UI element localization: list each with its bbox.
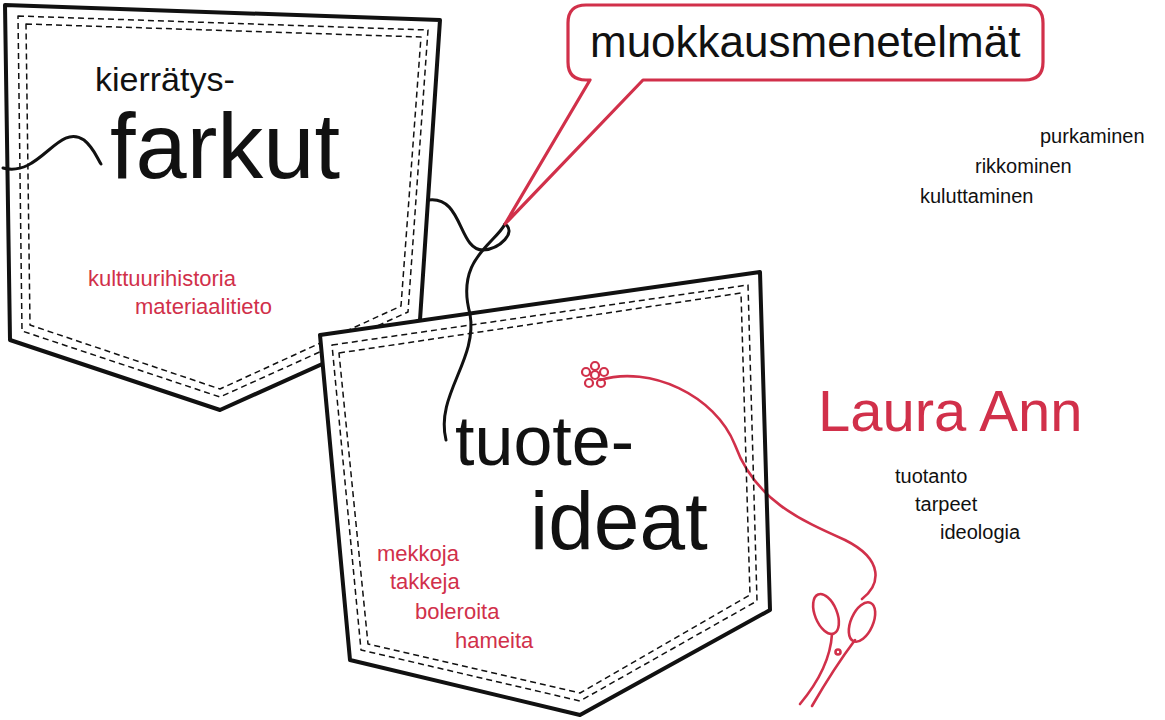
- pocket-outline: [320, 272, 770, 715]
- pocket-subtitle: kierrätys-: [95, 62, 235, 96]
- method-item: rikkominen: [975, 156, 1072, 176]
- product-item: takkeja: [390, 571, 460, 593]
- scissors: [800, 590, 881, 706]
- product-item: mekkoja: [377, 543, 459, 565]
- brand-item: ideologia: [940, 522, 1020, 542]
- pocket-outline: [5, 5, 440, 410]
- pocket-stitching: [339, 293, 750, 693]
- pocket-edge: [320, 272, 770, 715]
- pocket-edge: [5, 5, 440, 410]
- thread-connector: [428, 200, 509, 250]
- topic-item: kulttuurihistoria: [88, 268, 236, 290]
- pocket-title: ideat: [530, 480, 708, 562]
- jeans-pocket: kierrätys-farkut kulttuurihistoria materia…: [0, 0, 450, 420]
- product-item: hameita: [455, 630, 533, 652]
- brand-item: tarpeet: [915, 494, 977, 514]
- pocket-subtitle: tuote-: [455, 406, 634, 476]
- thread-connector: [428, 200, 509, 250]
- bubble-outline: [505, 5, 1043, 224]
- thread-connector: [467, 224, 505, 314]
- bubble-title: muokkausmenetelmät: [590, 17, 1020, 68]
- flower-knot: [582, 362, 608, 387]
- speech-bubble: muokkausmenetelmät: [568, 5, 1043, 80]
- pocket-stitching: [332, 285, 757, 701]
- method-item: kuluttaminen: [920, 186, 1033, 206]
- jeans-pocket: tuote-ideat mekkoja takkeja boleroita hameit…: [315, 268, 785, 720]
- product-item: boleroita: [415, 601, 499, 623]
- brand-item: tuotanto: [895, 466, 967, 486]
- thread: [3, 136, 101, 169]
- pocket-stitching: [26, 24, 421, 389]
- topic-item: materiaalitieto: [135, 296, 272, 318]
- method-item: purkaminen: [1040, 126, 1145, 146]
- thread-connector: [467, 224, 505, 314]
- pocket-title: farkut: [110, 100, 340, 192]
- brand-name: Laura Ann: [818, 382, 1082, 440]
